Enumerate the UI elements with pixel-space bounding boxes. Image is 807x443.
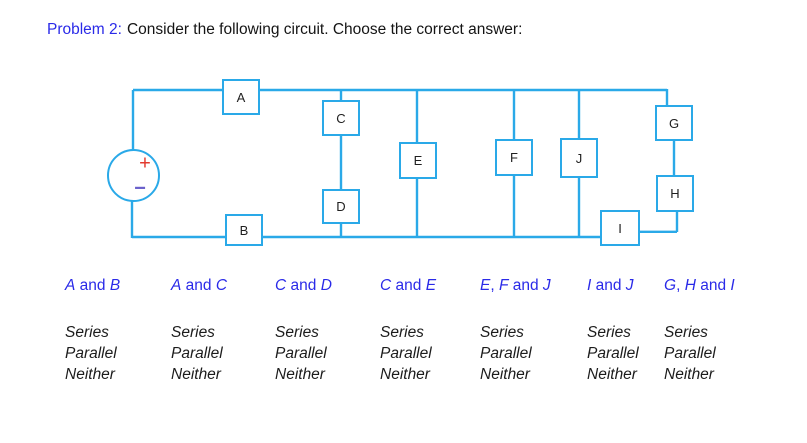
component-label-B: B (239, 222, 249, 238)
question-pair-label: A and C (171, 277, 228, 294)
question-pair-label: E, F and J (480, 277, 551, 294)
component-ref: B (109, 277, 121, 294)
component-box-A: A (222, 79, 260, 115)
component-ref: A (65, 277, 76, 294)
component-box-D: D (322, 189, 360, 224)
option-neither[interactable]: Neither (587, 366, 637, 383)
component-label-I: I (618, 220, 622, 236)
problem-title: Problem 2:Consider the following circuit… (47, 21, 522, 39)
plus-terminal-label: + (139, 152, 151, 175)
voltage-source: + − (107, 149, 160, 202)
option-neither[interactable]: Neither (275, 366, 325, 383)
component-ref: C (275, 277, 287, 294)
option-neither[interactable]: Neither (65, 366, 115, 383)
option-parallel[interactable]: Parallel (664, 345, 716, 362)
component-label-F: F (510, 150, 518, 165)
component-label-H: H (670, 186, 680, 201)
option-series[interactable]: Series (480, 324, 524, 341)
connector-text: , (490, 277, 499, 294)
component-label-A: A (236, 89, 246, 105)
component-label-C: C (336, 110, 346, 126)
option-series[interactable]: Series (65, 324, 109, 341)
option-parallel[interactable]: Parallel (480, 345, 532, 362)
component-ref: H (684, 277, 696, 294)
question-pair-label: I and J (587, 277, 639, 294)
connector-text: and (286, 277, 321, 294)
component-box-C: C (322, 100, 360, 136)
question-pair-label: A and B (65, 277, 121, 294)
component-box-B: B (225, 214, 263, 246)
connector-text: and (695, 277, 731, 294)
component-ref: E (425, 277, 437, 294)
component-label-G: G (668, 115, 680, 131)
component-label-D: D (336, 199, 346, 214)
component-label-E: E (413, 153, 423, 168)
minus-terminal-label: − (134, 177, 146, 200)
connector-text: and (508, 277, 543, 294)
option-parallel[interactable]: Parallel (380, 345, 432, 362)
component-box-F: F (495, 139, 533, 176)
component-ref: C (215, 277, 228, 294)
problem-text: Consider the following circuit. Choose t… (126, 21, 523, 38)
option-parallel[interactable]: Parallel (275, 345, 327, 362)
option-neither[interactable]: Neither (380, 366, 430, 383)
component-ref: D (320, 277, 332, 294)
problem-number: Problem 2: (47, 21, 122, 38)
component-ref: A (171, 277, 182, 294)
component-box-J: J (560, 138, 598, 178)
question-pair-label: G, H and I (664, 277, 735, 294)
option-neither[interactable]: Neither (171, 366, 221, 383)
component-ref: J (625, 277, 634, 294)
option-series[interactable]: Series (380, 324, 424, 341)
option-neither[interactable]: Neither (664, 366, 714, 383)
component-ref: G (664, 277, 677, 294)
component-box-H: H (656, 175, 694, 212)
component-box-E: E (399, 142, 437, 179)
component-box-I: I (600, 210, 640, 246)
component-ref: I (730, 277, 735, 294)
option-series[interactable]: Series (171, 324, 215, 341)
connector-text: and (75, 277, 110, 294)
connector-text: and (591, 277, 626, 294)
option-parallel[interactable]: Parallel (171, 345, 223, 362)
connector-text: and (181, 277, 216, 294)
component-label-J: J (575, 150, 583, 166)
connector-text: , (676, 277, 685, 294)
component-ref: C (380, 277, 392, 294)
connector-text: and (391, 277, 426, 294)
option-series[interactable]: Series (664, 324, 708, 341)
option-parallel[interactable]: Parallel (587, 345, 639, 362)
option-neither[interactable]: Neither (480, 366, 530, 383)
component-ref: E (480, 277, 491, 294)
component-ref: I (587, 277, 592, 294)
question-pair-label: C and D (275, 277, 332, 294)
component-box-G: G (655, 105, 693, 141)
component-ref: F (498, 277, 509, 294)
option-series[interactable]: Series (275, 324, 319, 341)
question-pair-label: C and E (380, 277, 437, 294)
option-series[interactable]: Series (587, 324, 631, 341)
component-ref: J (542, 277, 551, 294)
option-parallel[interactable]: Parallel (65, 345, 117, 362)
